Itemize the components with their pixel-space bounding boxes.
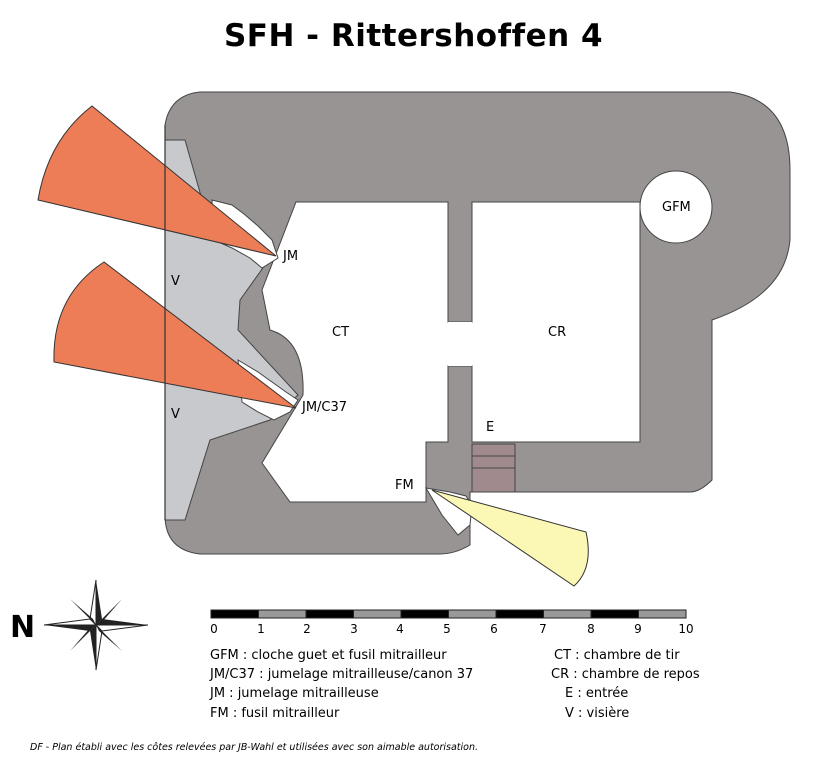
- label-cr: CR: [548, 325, 567, 340]
- label-v-top: V: [171, 274, 180, 289]
- scale-tick: 1: [257, 622, 265, 636]
- scale-bar: [210, 609, 687, 619]
- label-ct: CT: [332, 325, 350, 340]
- label-e: E: [486, 420, 495, 435]
- scale-tick: 4: [396, 622, 404, 636]
- legend-gfm: GFM : cloche guet et fusil mitrailleur: [210, 648, 447, 663]
- legend-jm: JM : jumelage mitrailleuse: [210, 686, 379, 701]
- scale-tick: 6: [490, 622, 498, 636]
- label-fm: FM: [395, 478, 414, 493]
- jm-fire-sector: [37, 105, 277, 257]
- scale-tick: 0: [210, 622, 218, 636]
- legend-jm-c37: JM/C37 : jumelage mitrailleuse/canon 37: [210, 667, 474, 682]
- legend-cr: CR : chambre de repos: [551, 667, 700, 682]
- jmc37-fire-sector: [53, 261, 297, 409]
- fm-fire-sector: [431, 489, 589, 587]
- scale-tick: 5: [443, 622, 451, 636]
- scale-tick: 10: [678, 622, 694, 636]
- label-jm-c37: JM/C37: [302, 400, 348, 415]
- label-gfm: GFM: [662, 200, 691, 215]
- scale-tick: 8: [587, 622, 595, 636]
- passage: [448, 322, 472, 366]
- legend-v: V : visière: [565, 706, 630, 721]
- label-jm: JM: [283, 249, 299, 264]
- north-label: N: [10, 610, 36, 645]
- legend-fm: FM : fusil mitrailleur: [210, 706, 340, 721]
- scale-tick: 7: [539, 622, 547, 636]
- credit-note: DF - Plan établi avec les côtes relevées…: [30, 742, 479, 753]
- scale-tick: 3: [350, 622, 358, 636]
- scale-tick: 9: [634, 622, 642, 636]
- compass-rose-icon: [43, 579, 149, 671]
- scale-tick: 2: [303, 622, 311, 636]
- legend-e: E : entrée: [565, 686, 629, 701]
- label-v-bottom: V: [171, 407, 180, 422]
- page-title: SFH - Rittershoffen 4: [223, 18, 604, 54]
- legend-ct: CT : chambre de tir: [554, 648, 680, 663]
